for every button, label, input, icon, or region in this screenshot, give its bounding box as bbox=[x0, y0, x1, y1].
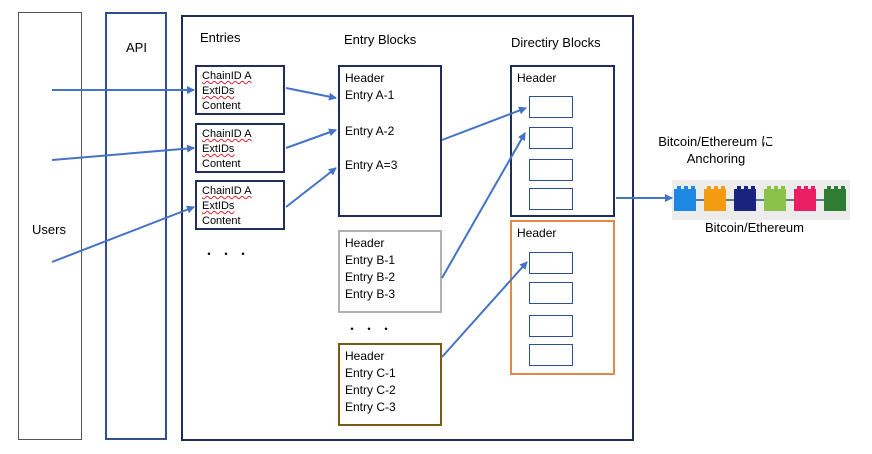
chain-block-stud bbox=[751, 186, 755, 189]
entry-block-line: Entry C-2 bbox=[345, 383, 396, 397]
arrow-block-c-to-directory bbox=[441, 261, 528, 358]
entry-block-header: Header bbox=[345, 71, 385, 85]
directory-slot bbox=[529, 96, 573, 118]
entry-content: Content bbox=[202, 100, 241, 112]
chain-block-stud bbox=[797, 186, 801, 189]
directory-slot bbox=[529, 159, 573, 181]
directory-slot bbox=[529, 252, 573, 274]
entry-chain-id: ChainID A bbox=[202, 70, 252, 82]
entry-block-a: Header Entry A-1 Entry A-2 Entry A=3 bbox=[338, 65, 442, 217]
chain-block-stud bbox=[834, 186, 838, 189]
anchoring-label-line2: Anchoring bbox=[686, 151, 746, 166]
directory-block-header: Header bbox=[517, 226, 557, 240]
directory-slot bbox=[529, 188, 573, 210]
system-frame bbox=[181, 15, 634, 441]
chain-block bbox=[734, 189, 756, 211]
chain-block-stud bbox=[781, 186, 785, 189]
entry-block-header: Header bbox=[345, 349, 385, 363]
users-label: Users bbox=[32, 222, 66, 237]
users-box bbox=[18, 12, 82, 440]
chain-block-stud bbox=[737, 186, 741, 189]
chain-block bbox=[764, 189, 786, 211]
entry-block-line: Entry A=3 bbox=[345, 158, 398, 172]
entry-card: ChainID A ExtIDs Content bbox=[195, 180, 285, 230]
entry-ext-ids: ExtIDs bbox=[202, 200, 235, 212]
entries-heading: Entries bbox=[200, 30, 241, 45]
entry-block-header: Header bbox=[345, 236, 385, 250]
chain-block-stud bbox=[774, 186, 778, 189]
entry-block-b: Header Entry B-1 Entry B-2 Entry B-3 bbox=[338, 230, 442, 313]
api-box bbox=[105, 12, 167, 440]
entry-block-line: Entry C-1 bbox=[345, 366, 396, 380]
blockchain-strip bbox=[672, 180, 850, 220]
arrow-entry-3-to-block bbox=[285, 167, 337, 208]
arrow-user-to-entry-3 bbox=[51, 205, 195, 263]
chain-block-stud bbox=[691, 186, 695, 189]
api-label: API bbox=[126, 40, 147, 55]
chain-block-stud bbox=[744, 186, 748, 189]
entry-block-line: Entry B-1 bbox=[345, 253, 396, 267]
entry-chain-id: ChainID A bbox=[202, 128, 252, 140]
chain-block-stud bbox=[707, 186, 711, 189]
entry-card: ChainID A ExtIDs Content bbox=[195, 123, 285, 173]
entry-block-line: Entry A-2 bbox=[345, 124, 395, 138]
chain-block-stud bbox=[767, 186, 771, 189]
directory-slot bbox=[529, 344, 573, 366]
entry-block-line: Entry C-3 bbox=[345, 400, 396, 414]
blockchain-label: Bitcoin/Ethereum bbox=[705, 220, 804, 235]
directory-slot bbox=[529, 127, 573, 149]
anchoring-label-line1: Bitcoin/Ethereum に bbox=[658, 134, 774, 149]
arrow-user-to-entry-2 bbox=[51, 144, 195, 161]
entry-block-line: Entry B-3 bbox=[345, 287, 396, 301]
entry-ext-ids: ExtIDs bbox=[202, 85, 235, 97]
entry-block-line: Entry B-2 bbox=[345, 270, 396, 284]
chain-block-stud bbox=[721, 186, 725, 189]
entry-block-c: Header Entry C-1 Entry C-2 Entry C-3 bbox=[338, 343, 442, 426]
chain-block-stud bbox=[714, 186, 718, 189]
directory-block-1: Header bbox=[510, 65, 615, 217]
chain-block bbox=[704, 189, 726, 211]
arrow-entry-2-to-block bbox=[285, 128, 337, 149]
chain-block-stud bbox=[827, 186, 831, 189]
chain-block-stud bbox=[684, 186, 688, 189]
entries-ellipsis: ・・・ bbox=[203, 247, 255, 261]
entry-blocks-heading: Entry Blocks bbox=[344, 32, 417, 47]
directory-blocks-heading: Directiry Blocks bbox=[511, 35, 601, 50]
arrow-entry-1-to-block bbox=[285, 87, 337, 101]
entry-ext-ids: ExtIDs bbox=[202, 143, 235, 155]
chain-block bbox=[824, 189, 846, 211]
chain-block-stud bbox=[677, 186, 681, 189]
chain-block-stud bbox=[841, 186, 845, 189]
chain-block bbox=[794, 189, 816, 211]
arrow-block-a-to-directory bbox=[441, 106, 527, 141]
entry-card: ChainID A ExtIDs Content bbox=[195, 65, 285, 115]
directory-block-2: Header bbox=[510, 220, 615, 375]
entry-content: Content bbox=[202, 215, 241, 227]
chain-block-stud bbox=[811, 186, 815, 189]
entry-chain-id: ChainID A bbox=[202, 185, 252, 197]
directory-block-header: Header bbox=[517, 71, 557, 85]
entry-block-line: Entry A-1 bbox=[345, 88, 395, 102]
chain-block-stud bbox=[804, 186, 808, 189]
chain-block bbox=[674, 189, 696, 211]
arrow-block-b-to-directory bbox=[441, 132, 526, 279]
entry-content: Content bbox=[202, 158, 241, 170]
directory-slot bbox=[529, 282, 573, 304]
directory-slot bbox=[529, 315, 573, 337]
entry-blocks-ellipsis: ・・・ bbox=[346, 322, 398, 336]
